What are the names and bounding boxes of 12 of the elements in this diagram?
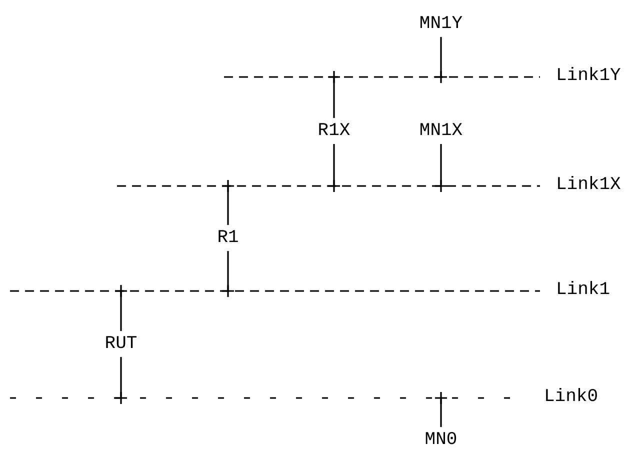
- connector-line: [327, 70, 341, 118]
- link-label: Link1Y: [556, 66, 621, 86]
- connector-line: [434, 391, 448, 427]
- link-label: Link1: [556, 280, 610, 300]
- link-label: Link0: [544, 387, 598, 407]
- router-label: RUT: [104, 334, 138, 354]
- router-label: R1X: [318, 121, 350, 141]
- router-label: MN0: [424, 430, 458, 450]
- router-label: MN1Y: [419, 14, 463, 34]
- link-label: Link1X: [556, 175, 621, 195]
- router-label: R1: [217, 228, 239, 248]
- router-label: MN1X: [419, 121, 463, 141]
